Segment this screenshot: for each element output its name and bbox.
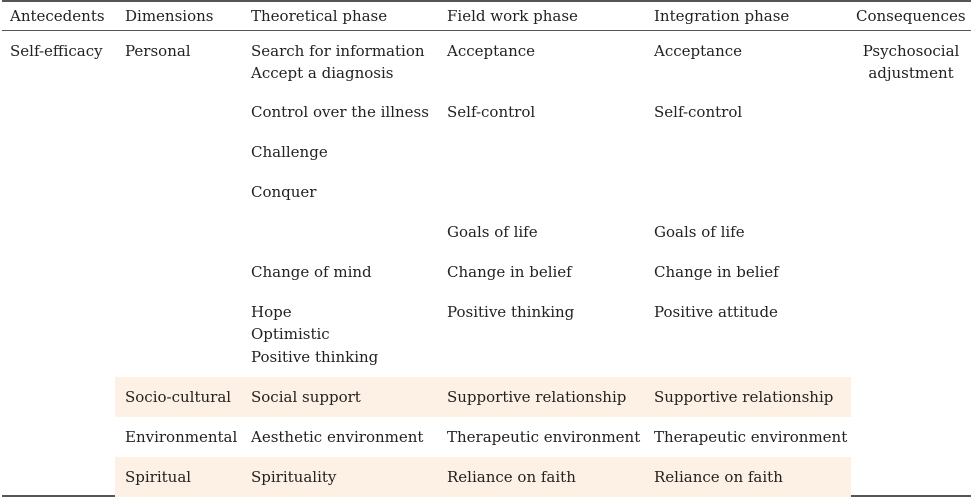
table-cell: Conquer bbox=[251, 183, 317, 201]
table-cell: Change of mind bbox=[251, 263, 372, 281]
table-cell: Self-control bbox=[654, 103, 743, 121]
header-consequences: Consequences bbox=[856, 7, 966, 25]
table-cell: Control over the illness bbox=[251, 103, 429, 121]
header-theoretical-phase: Theoretical phase bbox=[251, 7, 388, 25]
table-cell: Social support bbox=[251, 388, 361, 406]
table-cell: Change in belief bbox=[654, 263, 779, 281]
table-cell: Change in belief bbox=[447, 263, 572, 281]
table-cell: Goals of life bbox=[447, 223, 538, 241]
table-top-rule bbox=[2, 0, 971, 2]
dimension-environmental: Environmental bbox=[125, 428, 238, 446]
spiritual-row-shade bbox=[115, 457, 851, 497]
table-cell: Positive attitude bbox=[654, 303, 778, 321]
consequence-cell: Psychosocial adjustment bbox=[862, 42, 960, 82]
header-dimensions: Dimensions bbox=[125, 7, 214, 25]
dimension-personal: Personal bbox=[125, 42, 191, 60]
table-cell: Accept a diagnosis bbox=[251, 64, 394, 82]
table-cell: Hope bbox=[251, 303, 292, 321]
table-cell: Therapeutic environment bbox=[654, 428, 848, 446]
table-cell: Goals of life bbox=[654, 223, 745, 241]
table-cell: Challenge bbox=[251, 143, 328, 161]
table-cell: Positive thinking bbox=[251, 348, 379, 366]
table-cell: Positive thinking bbox=[447, 303, 575, 321]
table-cell: Search for information bbox=[251, 42, 425, 60]
table-cell: Acceptance bbox=[654, 42, 743, 60]
socio-cultural-row-shade bbox=[115, 377, 851, 417]
table-cell: Aesthetic environment bbox=[251, 428, 424, 446]
table-cell: Supportive relationship bbox=[654, 388, 834, 406]
header-field-work-phase: Field work phase bbox=[447, 7, 578, 25]
table-header-rule bbox=[2, 30, 971, 31]
antecedent-cell: Self-efficacy bbox=[10, 42, 103, 60]
header-integration-phase: Integration phase bbox=[654, 7, 790, 25]
table-cell: Spirituality bbox=[251, 468, 337, 486]
table-cell: Reliance on faith bbox=[447, 468, 576, 486]
dimension-spiritual: Spiritual bbox=[125, 468, 192, 486]
header-antecedents: Antecedents bbox=[10, 7, 105, 25]
table-cell: Self-control bbox=[447, 103, 536, 121]
table-cell: Supportive relationship bbox=[447, 388, 627, 406]
dimension-socio-cultural: Socio-cultural bbox=[125, 388, 232, 406]
table-cell: Reliance on faith bbox=[654, 468, 783, 486]
table-cell: Optimistic bbox=[251, 325, 330, 343]
table-cell: Therapeutic environment bbox=[447, 428, 641, 446]
table-cell: Acceptance bbox=[447, 42, 536, 60]
